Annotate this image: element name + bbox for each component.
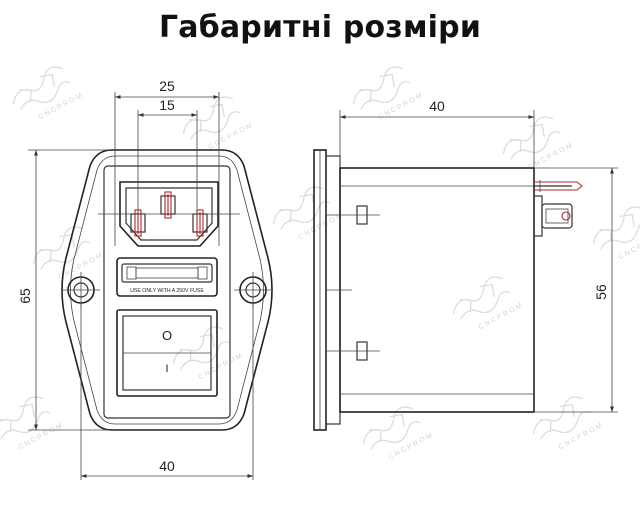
watermark-text: CNCPROM	[17, 422, 65, 452]
iec-inlet-outer	[119, 181, 219, 247]
fuse-cap-right	[197, 266, 208, 280]
side-body	[339, 167, 535, 413]
watermark-text: CNCPROM	[207, 122, 255, 152]
svg-text:56: 56	[593, 284, 609, 300]
watermark-logo: CNCPROM	[272, 186, 345, 242]
watermark-text: CNCPROM	[37, 92, 85, 122]
watermark-text: CNCPROM	[617, 232, 640, 262]
fuse-holder-window	[121, 263, 213, 283]
dimension-15: 15	[137, 97, 198, 214]
svg-text:40: 40	[159, 458, 175, 474]
fuse-slot	[135, 267, 199, 279]
watermark-text: CNCPROM	[527, 142, 575, 172]
mounting-hole-left	[62, 272, 100, 308]
svg-text:40: 40	[429, 98, 445, 114]
svg-text:15: 15	[159, 97, 175, 113]
watermark-logo: CNCPROM	[532, 396, 605, 452]
front-body	[103, 165, 231, 419]
dimension-40-bottom: 40	[80, 304, 254, 480]
side-view: 40 56	[313, 98, 618, 431]
watermark-logo: CNCPROM	[362, 406, 435, 462]
watermark-logo: CNCPROM	[452, 276, 525, 332]
front-flange-outline	[61, 149, 273, 431]
watermark-logo: CNCPROM	[12, 66, 85, 122]
side-clip-top	[326, 205, 380, 225]
mounting-hole-right	[234, 272, 272, 308]
rocker-switch-housing	[116, 309, 218, 397]
iec-inlet-inner	[125, 187, 213, 241]
watermark-logo: CNCPROM	[352, 66, 425, 121]
svg-text:65: 65	[17, 288, 33, 304]
svg-text:25: 25	[159, 78, 175, 94]
watermark-text: CNCPROM	[297, 212, 345, 242]
watermark-logo: CNCPROM	[182, 96, 255, 152]
front-view: USE ONLY WITH A 250V FUSE O I 25	[17, 78, 273, 480]
fuse-cap-left	[126, 266, 137, 280]
watermark-logo: CNCPROM	[32, 226, 105, 281]
watermark-logo: CNCPROM	[592, 206, 640, 262]
dimension-40-top: 40	[339, 98, 535, 168]
front-flange-inner-outline	[70, 155, 264, 425]
watermark-logo: CNCPROM	[0, 396, 65, 452]
dimension-25: 25	[114, 78, 220, 246]
fuse-label: USE ONLY WITH A 250V FUSE	[130, 288, 204, 294]
dimension-56: 56	[534, 167, 618, 413]
switch-on-symbol: O	[162, 328, 172, 343]
side-terminal-middle	[533, 195, 573, 237]
watermark-text: CNCPROM	[387, 432, 435, 462]
side-clip-bottom	[326, 341, 380, 361]
fuse-drawer	[116, 257, 218, 297]
watermark-text: CNCPROM	[477, 302, 525, 332]
watermark-text: CNCPROM	[197, 352, 245, 382]
watermark-logo: CNCPROM	[172, 326, 245, 382]
dimension-65: 65	[17, 149, 110, 431]
switch-off-symbol: I	[165, 363, 168, 375]
watermark-text: CNCPROM	[557, 422, 605, 452]
side-terminal-top	[534, 180, 583, 192]
page-title: Габаритні розміри	[158, 10, 482, 45]
